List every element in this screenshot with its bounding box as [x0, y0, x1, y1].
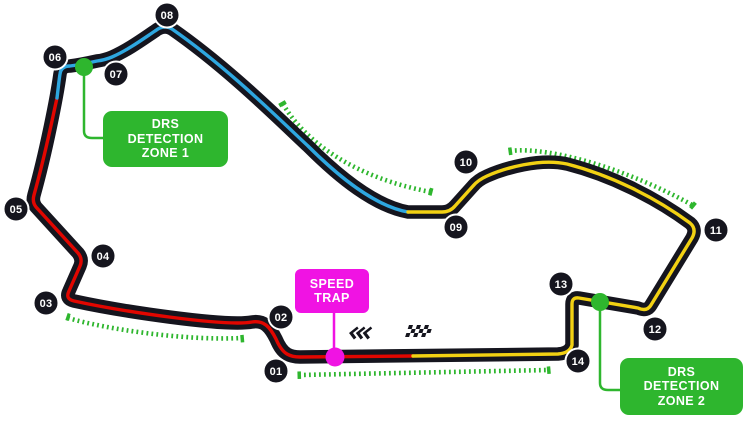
turn-marker-07: [102, 60, 130, 88]
drs-zone-2-line1: DRS: [667, 364, 696, 379]
speed-trap-line1: SPEED: [309, 276, 355, 291]
turn-marker-03: [32, 289, 60, 317]
drs-activation-zone-turn8-9: [281, 102, 432, 195]
drs-zone-2-line2: DETECTION: [643, 379, 720, 394]
turn-marker-05: [2, 195, 30, 223]
checkered-flag-icon: [405, 325, 432, 337]
turn-label-01: 01: [270, 366, 283, 378]
drs-zone-1-label: DRS DETECTION ZONE 1: [103, 111, 228, 167]
drs-zone-2-line3: ZONE 2: [657, 393, 706, 408]
turn-label-13: 13: [555, 279, 568, 291]
turn-label-06: 06: [49, 52, 62, 64]
turn-label-02: 02: [275, 312, 288, 324]
turn-marker-14: [564, 347, 592, 375]
turn-label-05: 05: [10, 204, 23, 216]
turn-label-11: 11: [710, 225, 722, 237]
speed-trap-dot: [325, 347, 345, 367]
drs-zone-2-connector: [598, 306, 620, 392]
sector-1-line: [31, 96, 415, 359]
turn-label-04: 04: [97, 251, 110, 263]
turn-marker-08: [153, 1, 181, 29]
turn-label-09: 09: [450, 222, 463, 234]
turn-label-07: 07: [110, 69, 123, 81]
drs-activation-zone-turn3: [67, 315, 243, 341]
drs-detection-dot-1: [75, 58, 93, 76]
sector-2-line: [55, 25, 410, 214]
chevrons-left-icon: [349, 326, 373, 340]
turn-marker-06: [41, 43, 69, 71]
turn-marker-01: [262, 357, 290, 385]
speed-trap-label: SPEED TRAP: [295, 269, 369, 313]
turn-marker-12: [641, 315, 669, 343]
turn-marker-13: [547, 270, 575, 298]
turn-marker-04: [89, 242, 117, 270]
turn-marker-11: [702, 216, 730, 244]
speed-trap-line2: TRAP: [314, 291, 350, 305]
drs-detection-dot-2: [591, 293, 609, 311]
drs-activation-zone-turn10-11: [509, 148, 696, 209]
turn-marker-09: [442, 213, 470, 241]
drs-zone-end-block: [428, 187, 434, 196]
drs-zone-1-line3: ZONE 1: [141, 146, 190, 161]
turn-markers: 01 02 03 04 05 06 07 08 09 10 11 12 13 14: [2, 1, 730, 385]
drs-zone-end-block: [278, 100, 287, 108]
turn-marker-10: [452, 148, 480, 176]
drs-zone-end-block: [65, 312, 71, 322]
turn-marker-02: [267, 303, 295, 331]
turn-label-12: 12: [649, 324, 662, 336]
turn-label-14: 14: [572, 356, 585, 368]
drs-zone-1-connector: [82, 70, 104, 140]
turn-label-10: 10: [460, 157, 473, 169]
drs-zone-end-block: [507, 147, 513, 156]
sector-3-line: [406, 160, 696, 358]
drs-zone-1-line2: DETECTION: [127, 131, 204, 146]
drs-zone-1-line1: DRS: [151, 117, 180, 132]
drs-zone-2-label: DRS DETECTION ZONE 2: [620, 358, 743, 415]
drs-activation-zone-main-straight: [298, 367, 550, 378]
turn-label-08: 08: [161, 10, 174, 22]
turn-label-03: 03: [40, 298, 53, 310]
drs-zone-end-block: [689, 201, 697, 210]
